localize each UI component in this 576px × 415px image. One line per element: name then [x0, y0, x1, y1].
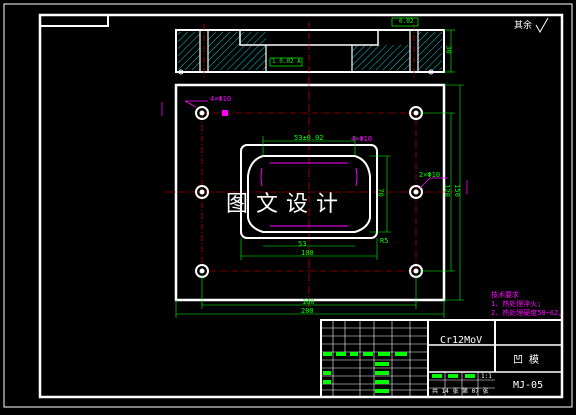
- roughness-top-value: 0.02: [399, 18, 414, 25]
- title-block: [320, 319, 563, 398]
- die-cavity: [240, 144, 378, 239]
- top-callout-box: [391, 17, 419, 27]
- marker-block: [222, 110, 228, 116]
- hole-note-center: 4×Φ10: [351, 135, 373, 143]
- hatch-right: [418, 32, 442, 70]
- watermark-text: 图文设计: [226, 192, 347, 217]
- dim-overall-width: 200: [301, 307, 314, 315]
- leader-lines: [161, 100, 468, 194]
- hole-note-left: 4×Φ10: [210, 95, 232, 103]
- hatch-left: [178, 32, 200, 70]
- hatch-mid-right: [352, 45, 410, 70]
- tech-req-item-2: 2、热处理硬度58~62。: [491, 309, 566, 317]
- roughness-symbol: [535, 17, 549, 34]
- material-label: Cr12MoV: [440, 335, 483, 346]
- top-view-callout: 1 0.02 A: [272, 58, 301, 65]
- corner-note: 其余: [514, 21, 533, 31]
- tech-req-item-1: 1、热处理淬火;: [491, 300, 542, 308]
- dim-pocket-height: 70: [376, 188, 385, 197]
- hatch-mid-left: [208, 32, 266, 70]
- sheet-info-label: 共 14 张 第 07 张: [432, 388, 489, 395]
- plate-plan-view: [161, 78, 468, 318]
- dim-pocket-inner: 100: [301, 249, 314, 257]
- drawing-number-label: MJ-05: [513, 380, 544, 391]
- dim-width-inner: 53±0.02: [294, 134, 324, 142]
- dim-corner-radius: R5: [380, 237, 389, 245]
- outer-border: [3, 3, 573, 408]
- part-name-label: 凹 模: [513, 355, 540, 366]
- corner-label-box: [39, 14, 109, 27]
- drawing-frame: [38, 13, 564, 399]
- tech-req-title: 技术要求: [491, 291, 519, 299]
- dimension-lines: [175, 84, 464, 318]
- top-view-height-dim: 30: [444, 45, 453, 54]
- hole-note-right: 2×Φ10: [419, 171, 441, 179]
- top-section-view: [175, 22, 455, 80]
- dim-pocket-width: 53: [298, 240, 307, 248]
- dim-hole-span: 160: [302, 298, 315, 306]
- scale-label: 1:1: [481, 373, 492, 380]
- dim-right-inner: 120: [442, 184, 451, 197]
- tolerance-frame: [269, 57, 303, 67]
- dim-right-outer: 150: [452, 184, 461, 197]
